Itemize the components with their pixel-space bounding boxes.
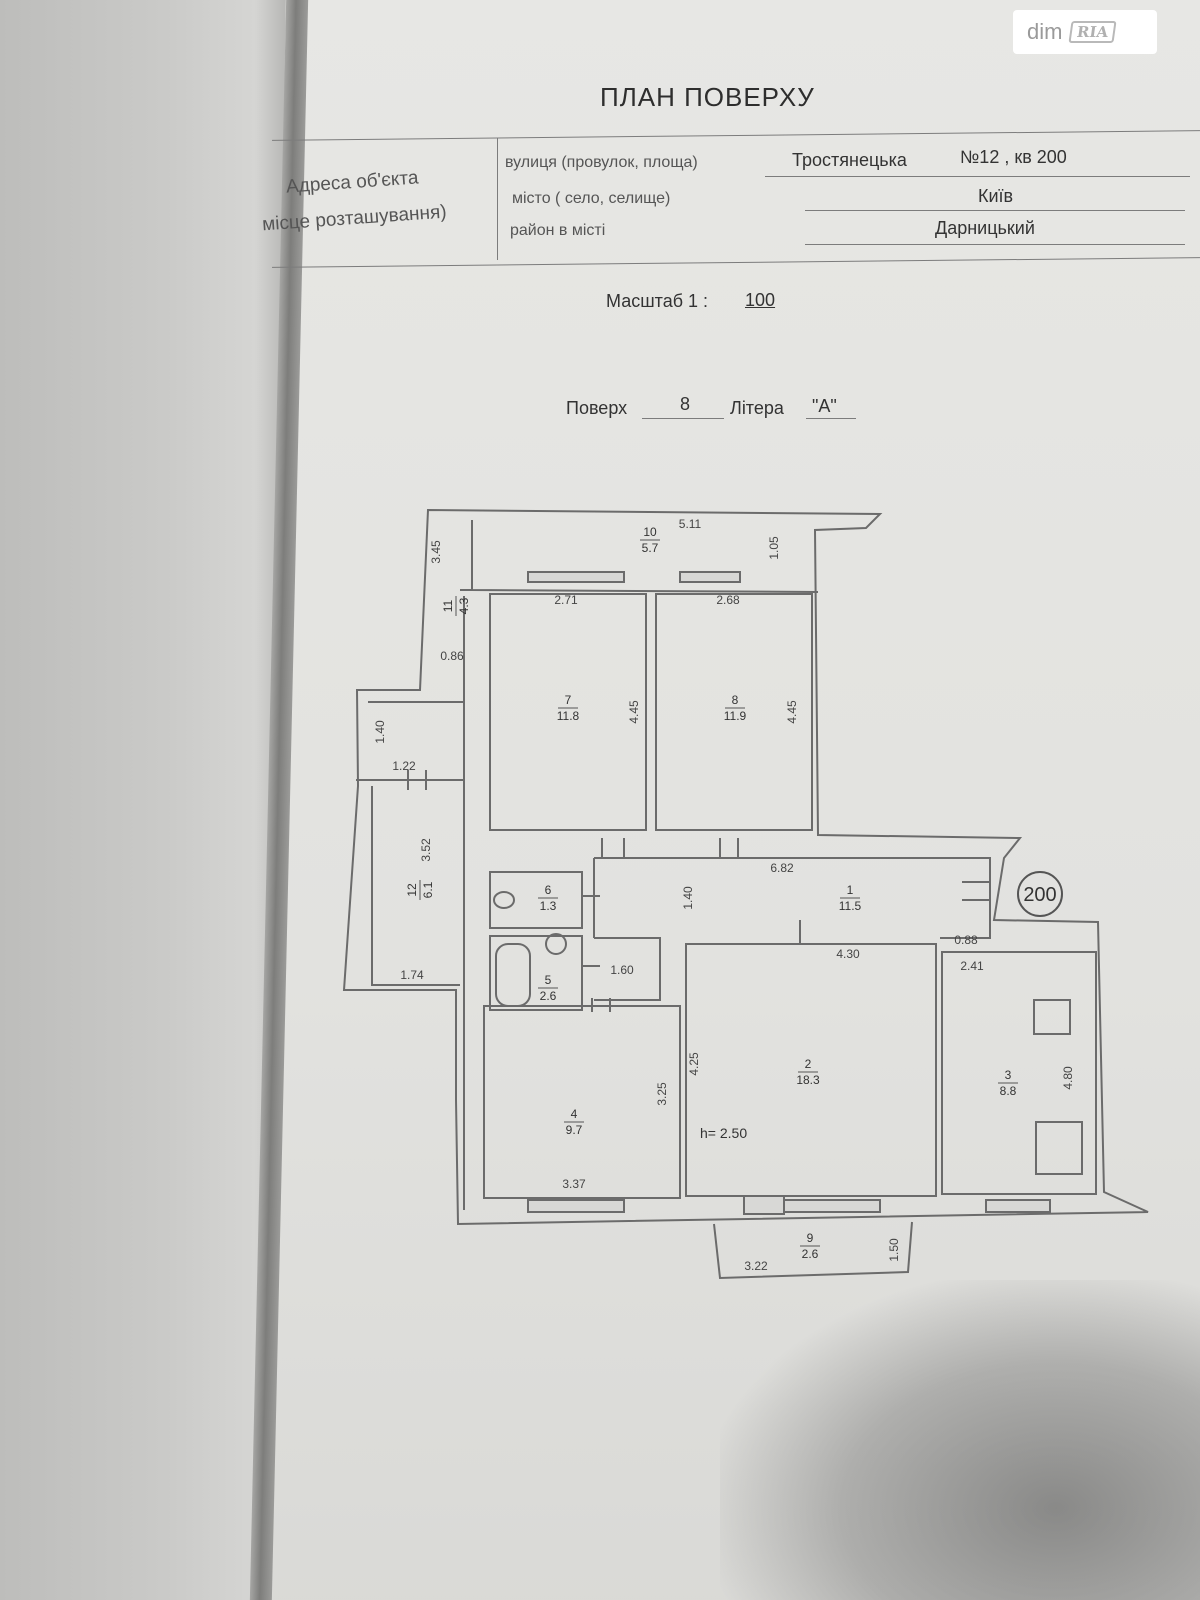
room-number: 7 [565, 693, 572, 707]
street-value: Тростянецька [792, 150, 907, 170]
dimension-label: 1.40 [373, 720, 387, 744]
city-underline [805, 210, 1185, 211]
district-value: Дарницький [935, 218, 1035, 238]
dimension-label: 0.88 [954, 933, 978, 947]
room-area: 8.8 [1000, 1084, 1017, 1098]
room-2-label: 218.3 [796, 1057, 820, 1087]
house-number: №12 , кв 200 [960, 147, 1067, 167]
room-4-label: 49.7 [564, 1107, 584, 1137]
room-number: 9 [807, 1231, 814, 1245]
city-label: місто ( село, селище) [512, 190, 671, 207]
dimension-label: 1.05 [767, 536, 781, 560]
room-area: 4.3 [457, 597, 471, 614]
room-6-label: 61.3 [538, 883, 558, 913]
room-area: 11.9 [724, 709, 747, 723]
scale-value: 100 [745, 290, 776, 310]
dimension-label: 6.82 [770, 861, 794, 875]
dimension-label: 5.11 [679, 517, 702, 531]
room-10-label: 105.7 [640, 525, 660, 555]
dimension-label: 4.45 [627, 700, 641, 724]
room-8-label: 811.9 [724, 693, 747, 723]
scale-label: Масштаб 1 : [606, 291, 709, 311]
room-area: 11.5 [839, 899, 862, 913]
room-number: 12 [405, 883, 419, 897]
room-number: 1 [847, 883, 854, 897]
room-number: 6 [545, 883, 552, 897]
hand-shadow [720, 1280, 1200, 1600]
room-number: 11 [441, 599, 455, 612]
dimension-label: 2.71 [554, 593, 578, 607]
street-underline [765, 176, 1190, 177]
ceiling-height: h= 2.50 [700, 1125, 747, 1141]
dimension-label: 2.68 [716, 593, 740, 607]
dimension-label: 2.41 [960, 959, 984, 973]
room-3-label: 38.8 [998, 1068, 1018, 1098]
room-number: 5 [545, 973, 552, 987]
room-number: 2 [805, 1057, 812, 1071]
dimension-label: 3.52 [419, 838, 433, 862]
letter-value: "А" [812, 396, 837, 416]
plan-walls [342, 508, 1149, 1280]
dimension-label: 3.25 [655, 1082, 669, 1106]
dimension-label: 3.37 [562, 1177, 586, 1191]
room-area: 5.7 [642, 541, 659, 555]
dimension-label: 1.50 [887, 1238, 901, 1262]
street-label: вулиця (провулок, площа) [505, 154, 698, 171]
floor-label: Поверх [566, 398, 628, 418]
dimria-logo: dim RIA [1013, 10, 1157, 54]
left-book-page [0, 0, 300, 1600]
room-1-label: 111.5 [839, 883, 862, 913]
room-number: 3 [1005, 1068, 1012, 1082]
room-area: 2.6 [540, 989, 557, 1003]
dimension-label: 3.22 [744, 1259, 768, 1273]
room-area: 6.1 [421, 881, 435, 898]
room-number: 10 [643, 525, 657, 539]
dimension-label: 4.45 [785, 700, 799, 724]
district-underline [805, 244, 1185, 245]
floor-underline [642, 418, 724, 419]
header-divider [497, 138, 498, 260]
room-area: 1.3 [540, 899, 557, 913]
room-9-label: 92.6 [800, 1231, 820, 1261]
dimension-label: 4.25 [687, 1052, 701, 1076]
dimension-label: 4.30 [836, 947, 860, 961]
dimension-label: 1.60 [610, 963, 634, 977]
dimension-label: 3.45 [429, 540, 443, 564]
room-7-label: 711.8 [557, 693, 580, 723]
room-number: 4 [571, 1107, 578, 1121]
room-5-label: 52.6 [538, 973, 558, 1003]
dimension-label: 1.74 [400, 968, 424, 982]
apartment-number-circle [1017, 871, 1063, 917]
room-area: 2.6 [802, 1247, 819, 1261]
apartment-number: 200 [1023, 884, 1056, 906]
room-area: 18.3 [796, 1073, 820, 1087]
dimension-label: 0.86 [440, 649, 464, 663]
district-label: район в місті [510, 222, 606, 239]
letter-label: Літера [730, 398, 784, 418]
dimension-label: 4.80 [1061, 1066, 1075, 1090]
letter-underline [806, 418, 856, 419]
document-title: ПЛАН ПОВЕРХУ [600, 82, 815, 112]
room-area: 11.8 [557, 709, 580, 723]
dimension-label: 1.40 [681, 886, 695, 910]
room-number: 8 [732, 693, 739, 707]
logo-text: dim [1027, 19, 1063, 44]
room-area: 9.7 [566, 1123, 583, 1137]
floor-value: 8 [680, 394, 691, 414]
city-value: Київ [978, 186, 1014, 206]
dimension-label: 1.22 [392, 759, 416, 773]
